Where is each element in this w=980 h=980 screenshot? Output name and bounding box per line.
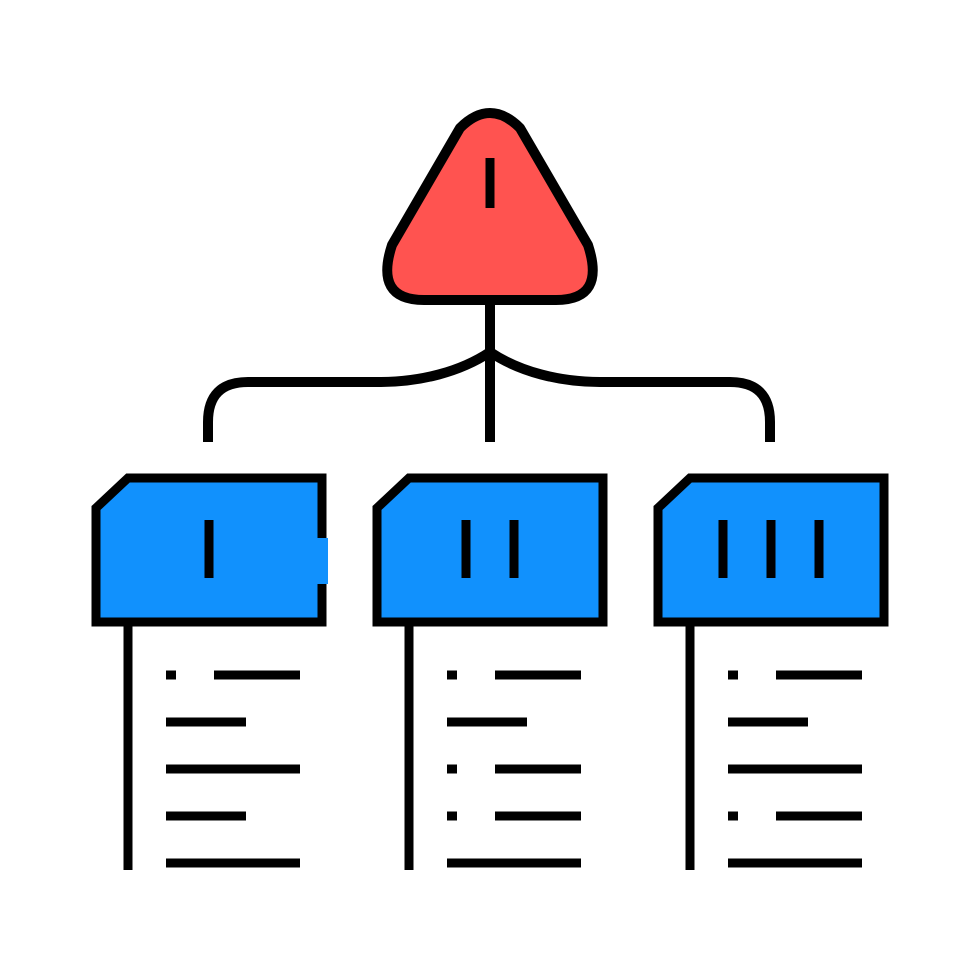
root-node <box>382 108 598 305</box>
right-branch-connector <box>487 347 775 442</box>
card-edge-gap <box>316 538 328 584</box>
child-node-2 <box>372 473 608 870</box>
child-node-3 <box>653 473 889 870</box>
child-card <box>372 473 608 627</box>
child-nodes <box>91 473 889 870</box>
connector-lines <box>203 300 775 442</box>
left-branch-connector <box>203 347 493 442</box>
child-node-1 <box>91 473 328 870</box>
